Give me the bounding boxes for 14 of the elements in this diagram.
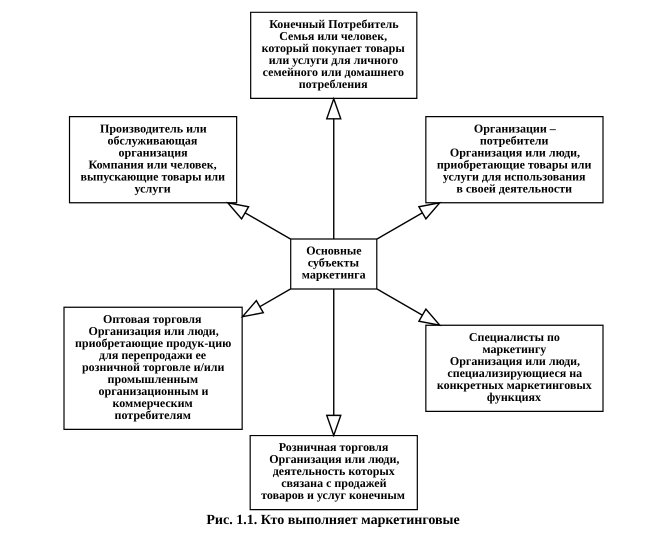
node-box: Производитель или обслуживающая организация Компания или человек, выпускающие товары или услуги xyxy=(68,116,238,204)
node-box: Конечный Потребитель Семья или человек, который покупает товары или услуги для личного семейного или домашнего потребления xyxy=(250,12,418,99)
node-box: Организации – потребители Организация или люди, приобретающие товары или услуги для использования в своей деятельности xyxy=(425,116,604,204)
arrow xyxy=(376,202,442,240)
node-box: Розничная торговля Организация или люди, деятельность которых связана с продажей товаров и услуг конечным xyxy=(250,434,418,510)
arrow xyxy=(326,289,342,438)
arrow xyxy=(326,96,342,239)
node-box: Основные субъекты маркетинга xyxy=(290,238,378,290)
caption: Рис. 1.1. Кто выполняет маркетинговые xyxy=(206,512,460,528)
arrow xyxy=(240,288,291,318)
node-box: Специалисты по маркетингу Организация или люди, специализирующиеся на конкретных маркетинговых функциях xyxy=(425,324,604,412)
node-box: Оптовая торговля Организация или люди, приобретающие продук-цию для перепродажи ее розничной торговле и/или промышленным организационным и коммерческим потребителям xyxy=(63,306,243,430)
arrow xyxy=(226,202,291,240)
arrow xyxy=(376,288,442,326)
